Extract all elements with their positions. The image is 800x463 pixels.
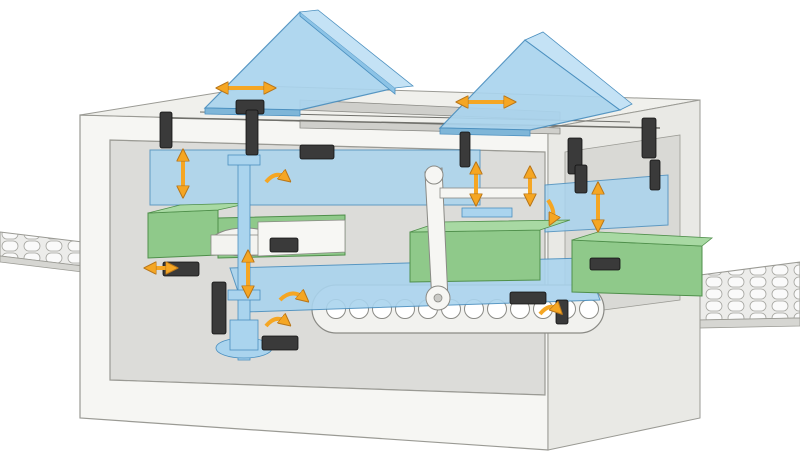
linear-actuator-icon <box>649 159 661 191</box>
linear-actuator-icon <box>211 281 227 335</box>
linear-actuator-icon <box>261 335 299 351</box>
linear-actuator-icon <box>641 117 657 159</box>
green-workpiece-left <box>147 202 251 259</box>
track-roller <box>579 299 599 319</box>
green-workpiece-right <box>571 231 714 297</box>
motion-arrows-group <box>150 88 598 328</box>
orange-rotation-arrow-icon <box>264 319 286 328</box>
linear-actuator-icon <box>269 237 299 253</box>
linear-actuator-icon <box>245 109 259 156</box>
swing-arm <box>424 165 531 311</box>
orange-rotation-arrow-icon <box>538 307 558 314</box>
orange-rotation-arrow-icon <box>264 175 286 184</box>
linear-actuator-icon <box>509 291 547 305</box>
orange-rotation-arrow-icon <box>546 198 553 220</box>
linear-actuator-icon <box>159 111 173 149</box>
linear-actuator-icon <box>459 131 471 168</box>
linear-actuator-icon <box>589 257 621 271</box>
linear-actuator-icon <box>555 299 569 325</box>
linear-actuator-icon <box>574 164 588 194</box>
orange-rotation-arrow-icon <box>278 293 304 300</box>
actuators-group <box>159 99 661 351</box>
right-lift-plate <box>544 174 669 233</box>
linear-actuator-icon <box>299 144 335 160</box>
